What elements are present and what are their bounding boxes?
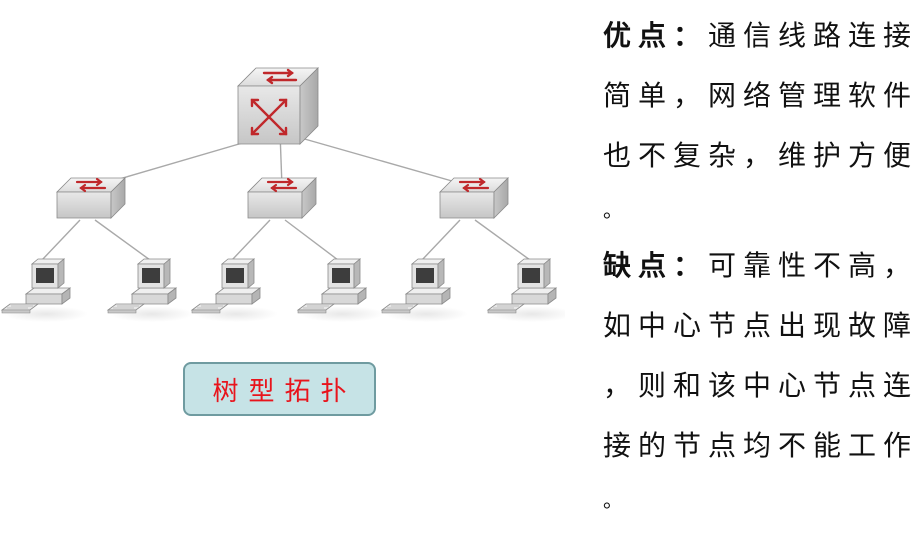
switch-icon <box>438 176 510 220</box>
caption-text: 树型拓扑 <box>212 376 357 407</box>
computer-icon <box>1 258 89 323</box>
disadvantages-line-3: ，则和该中心节点连 <box>603 369 915 402</box>
advantages-label: 优点： <box>603 19 709 52</box>
disadvantages-line-4: 接的节点均不能工作 <box>603 429 915 462</box>
advantages-text: 通信线路连接 <box>708 19 915 52</box>
caption-box: 树型拓扑 <box>183 362 376 416</box>
disadvantages-line-5: 。 <box>603 488 630 512</box>
switch-icon <box>55 176 127 220</box>
disadvantages-text: 可靠性不高， <box>708 249 915 282</box>
advantages-line-1: 优点：通信线路连接 <box>603 14 915 54</box>
disadvantages-line-2: 如中心节点出现故障 <box>603 309 915 342</box>
tree-topology-diagram <box>1 67 565 323</box>
disadvantages-line-1: 缺点：可靠性不高， <box>603 244 915 284</box>
advantages-line-4: 。 <box>603 198 630 222</box>
switch-icon <box>246 176 318 220</box>
computer-icon <box>381 258 469 323</box>
computer-icon <box>487 258 565 323</box>
computer-icon <box>297 258 385 323</box>
advantages-line-2: 简单，网络管理软件 <box>603 79 915 112</box>
advantages-line-3: 也不复杂，维护方便 <box>603 139 915 172</box>
computer-icon <box>107 258 195 323</box>
disadvantages-label: 缺点： <box>603 249 709 282</box>
computer-icon <box>191 258 279 323</box>
core-switch-icon <box>237 67 319 145</box>
